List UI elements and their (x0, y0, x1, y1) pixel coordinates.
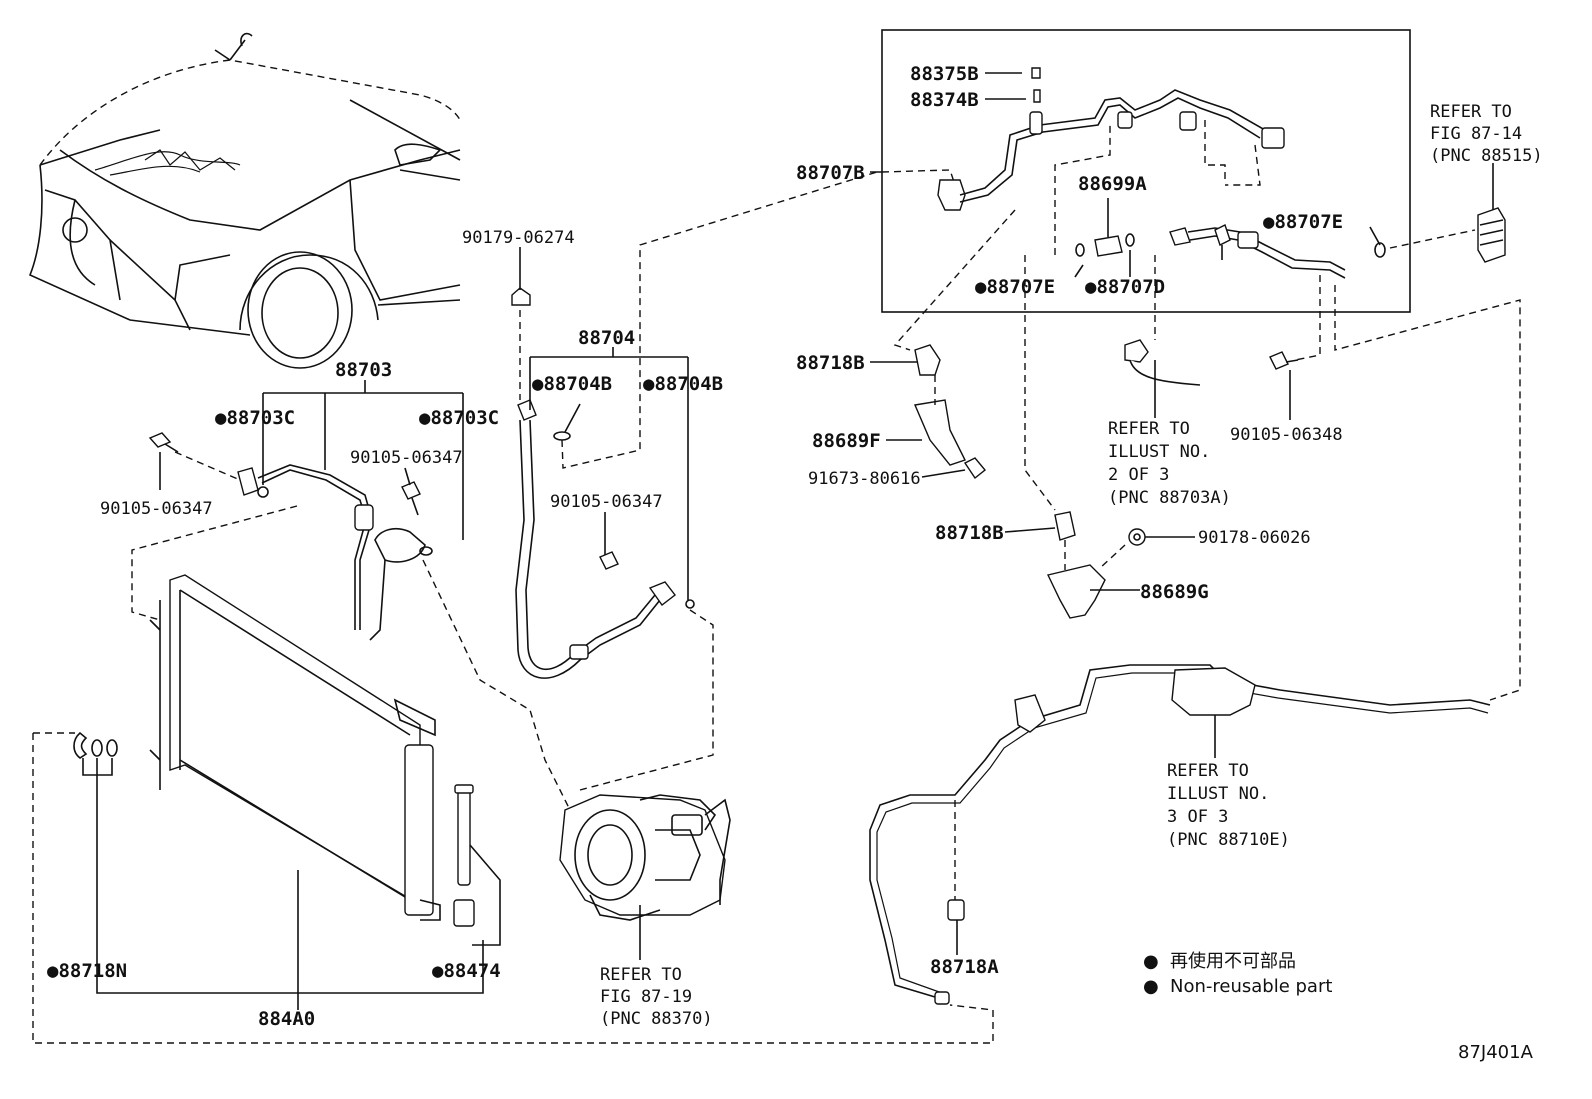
label-88699A[interactable]: 88699A (1078, 173, 1147, 195)
bolt-91673 (963, 457, 986, 480)
bolt-90105-left (148, 432, 179, 453)
legend-text-jp: 再使用不可部品 (1170, 951, 1296, 972)
bracket-88689G (1046, 564, 1106, 619)
detail-inset-frame (881, 29, 1411, 313)
label-88704[interactable]: 88704 (578, 327, 635, 349)
inset-pipe-88699A (1075, 224, 1386, 279)
liquid-pipe-illustration (869, 664, 1491, 1005)
bolt-90105-center (401, 481, 421, 516)
clip-and-orings-left (73, 731, 118, 759)
label-88704B-left[interactable]: ●88704B (532, 373, 612, 395)
label-88703C-left[interactable]: ●88703C (215, 407, 295, 429)
figure-id: 87J401A (1458, 1042, 1534, 1063)
label-88474[interactable]: ●88474 (432, 960, 501, 982)
refer-2of3-line1: REFER TO (1108, 419, 1190, 439)
nut-90178 (1128, 528, 1146, 546)
refer-87-19-line2: FIG 87-19 (600, 987, 692, 1007)
label-88718B-top[interactable]: 88718B (796, 352, 865, 374)
leader-lines (32, 72, 1521, 1044)
legend-dot-en: ● (1143, 976, 1159, 997)
label-90178-06026[interactable]: 90178-06026 (1198, 528, 1311, 548)
discharge-pipe-88703-illustration (237, 464, 433, 641)
refer-3of3-line3: 3 OF 3 (1167, 807, 1228, 827)
label-88718B-mid[interactable]: 88718B (935, 522, 1004, 544)
label-88689G[interactable]: 88689G (1140, 581, 1209, 603)
legend: ● 再使用不可部品 ● Non-reusable part (1143, 951, 1332, 997)
legend-text-en: Non-reusable part (1170, 976, 1332, 997)
vehicle-front-illustration (28, 32, 461, 369)
refer-87-14-line1: REFER TO (1430, 102, 1512, 122)
dryer-cartridge-illustration (453, 784, 475, 927)
compressor-illustration (559, 794, 731, 921)
pipe-to-illust-2 (1124, 339, 1201, 386)
label-90179-06274[interactable]: 90179-06274 (462, 228, 575, 248)
label-91673-80616[interactable]: 91673-80616 (808, 469, 921, 489)
refer-87-14-part-illustration (1477, 207, 1506, 263)
refer-87-19-line3[interactable]: (PNC 88370) (600, 1009, 713, 1029)
refer-3of3-line1: REFER TO (1167, 761, 1249, 781)
label-88703[interactable]: 88703 (335, 359, 392, 381)
label-88707D[interactable]: ●88707D (1085, 276, 1165, 298)
label-88375B[interactable]: 88375B (910, 63, 979, 85)
label-88707B[interactable]: 88707B (796, 162, 865, 184)
label-88704B-right[interactable]: ●88704B (643, 373, 723, 395)
bracket-88689F (914, 399, 966, 466)
label-90105-06348[interactable]: 90105-06348 (1230, 425, 1343, 445)
label-88374B[interactable]: 88374B (910, 89, 979, 111)
refer-2of3-line3: 2 OF 3 (1108, 465, 1169, 485)
refer-87-19-line1: REFER TO (600, 965, 682, 985)
label-88703C-right[interactable]: ●88703C (419, 407, 499, 429)
label-88707E-box[interactable]: ●88707E (975, 276, 1055, 298)
bracket-88718B-top (914, 344, 941, 376)
refer-2of3-line4[interactable]: (PNC 88703A) (1108, 488, 1231, 508)
label-90105-06347-hose[interactable]: 90105-06347 (550, 492, 663, 512)
part-number-labels: 88375B 88374B 88707B 88699A ●88707E ●887… (47, 63, 1543, 1030)
bolt-90105-right (1269, 351, 1299, 370)
refer-87-14-line2: FIG 87-14 (1430, 124, 1522, 144)
label-88707E-top[interactable]: ●88707E (1263, 211, 1343, 233)
refer-87-14-line3[interactable]: (PNC 88515) (1430, 146, 1543, 166)
label-88689F[interactable]: 88689F (812, 430, 881, 452)
label-90105-06347-left[interactable]: 90105-06347 (100, 499, 213, 519)
label-88718N[interactable]: ●88718N (47, 960, 127, 982)
condenser-assembly-illustration (149, 574, 441, 921)
label-884A0[interactable]: 884A0 (258, 1008, 315, 1030)
refer-3of3-line4[interactable]: (PNC 88710E) (1167, 830, 1290, 850)
bracket-88718B-mid (1054, 511, 1076, 541)
refer-3of3-line2: ILLUST NO. (1167, 784, 1269, 804)
label-88718A[interactable]: 88718A (930, 956, 999, 978)
refer-2of3-line2: ILLUST NO. (1108, 442, 1210, 462)
legend-dot-jp: ● (1143, 951, 1159, 972)
label-90105-06347-center[interactable]: 90105-06347 (350, 448, 463, 468)
suction-hose-88704-illustration (511, 287, 695, 679)
